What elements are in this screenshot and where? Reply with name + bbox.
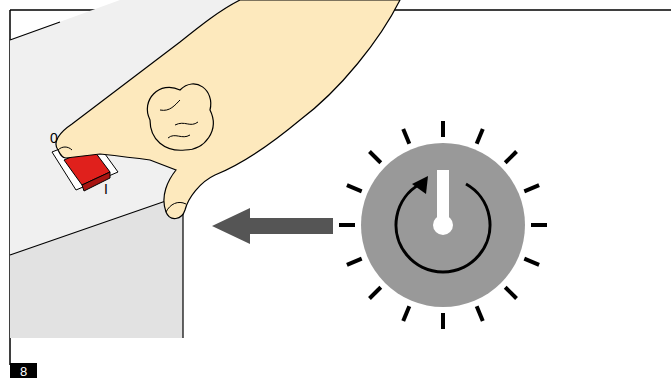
dial-tick — [505, 151, 516, 162]
thumbnail — [166, 202, 186, 212]
dial-ticks — [339, 121, 547, 329]
dial-tick — [403, 129, 409, 144]
dial-tick — [441, 313, 445, 329]
switch-on-mark: I — [104, 182, 108, 196]
figure-number: 8 — [10, 363, 37, 378]
dial-tick — [477, 306, 483, 321]
dial-tick — [477, 129, 483, 144]
dial-tick — [524, 259, 539, 265]
dial — [361, 143, 525, 307]
hand — [56, 0, 400, 219]
dial-tick — [369, 151, 380, 162]
dial-center — [433, 215, 453, 235]
direction-arrow — [212, 208, 333, 244]
dial-tick — [339, 223, 355, 227]
knuckle-creases — [160, 100, 198, 138]
dial-tick — [347, 259, 362, 265]
dial-tick — [441, 121, 445, 137]
dial-tick — [505, 287, 516, 298]
dial-tick — [369, 287, 380, 298]
dial-tick — [347, 185, 362, 191]
dial-tick — [403, 306, 409, 321]
fingernail — [58, 147, 72, 150]
dial-tick — [531, 223, 547, 227]
dial-tick — [524, 185, 539, 191]
device-front — [10, 195, 183, 338]
knuckle — [147, 84, 213, 150]
switch-off-mark: 0 — [50, 131, 58, 145]
rotation-arrowhead — [412, 176, 428, 194]
